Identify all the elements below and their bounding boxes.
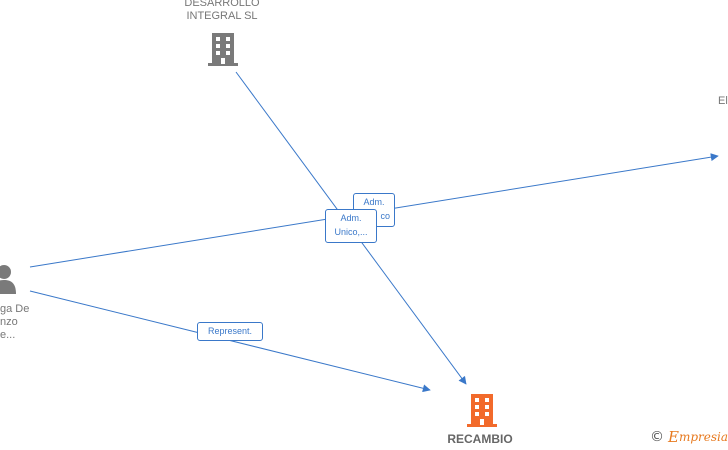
edge-label-represent[interactable]: Represent. <box>197 322 263 341</box>
person-icon[interactable] <box>0 264 16 294</box>
edge-label-represent-text: Represent. <box>207 326 253 336</box>
node-label-person[interactable]: ga De nzo e... <box>0 303 29 342</box>
building-icon[interactable] <box>208 31 238 67</box>
node-label-recambio-text: RECAMBIO <box>447 432 513 446</box>
edge-label-adm-unico[interactable]: Adm. Unico,... <box>325 209 377 243</box>
node-label-person-line2: nzo <box>0 316 18 328</box>
building-icon[interactable] <box>466 392 498 428</box>
edge-label-adm-back-line2: co <box>380 211 390 221</box>
node-label-desarrollo[interactable]: DESARROLLO INTEGRAL SL <box>172 0 272 23</box>
edge-label-adm-back-line1: Adm. <box>363 197 385 207</box>
watermark-text: mpresia <box>678 430 728 444</box>
node-label-person-line1: ga De <box>0 303 30 315</box>
node-label-recambio[interactable]: RECAMBIO <box>430 433 530 446</box>
node-label-desarrollo-line1: DESARROLLO <box>184 0 260 9</box>
node-label-desarrollo-line2: INTEGRAL SL <box>186 10 258 22</box>
node-label-person-line3: e... <box>0 329 16 341</box>
edge-label-adm-unico-line1: Adm. <box>340 213 362 223</box>
edge-label-adm-unico-line2: Unico,... <box>334 227 368 237</box>
watermark-initial: E <box>668 428 679 446</box>
node-label-right-company[interactable]: El <box>718 95 728 108</box>
node-label-right-company-line1: El <box>718 95 728 107</box>
copyright-icon: © <box>650 429 664 445</box>
